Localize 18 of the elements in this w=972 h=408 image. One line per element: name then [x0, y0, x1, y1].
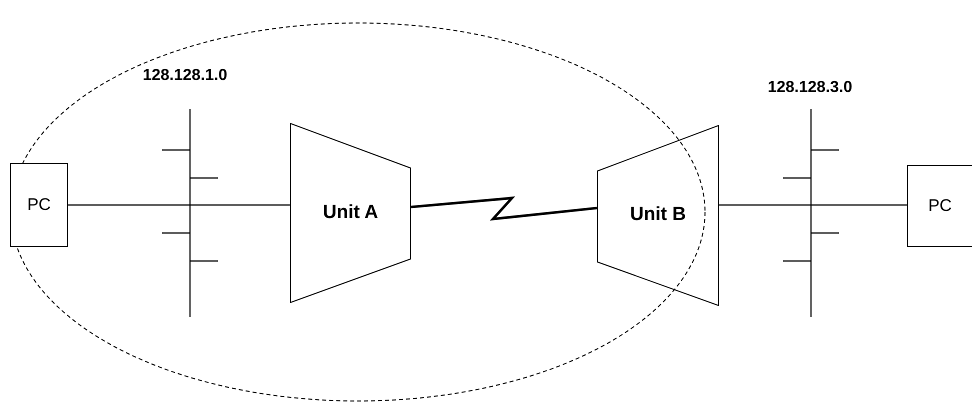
pc-label: PC	[928, 195, 952, 218]
connection-line	[68, 204, 190, 206]
serial-link	[410, 196, 598, 221]
network-bus	[783, 109, 840, 317]
dashed-ellipse	[10, 22, 706, 402]
router-trapezoid	[597, 125, 719, 306]
connection-line	[719, 204, 811, 206]
pc-box	[907, 165, 972, 247]
router-trapezoid	[290, 123, 411, 303]
pc-box	[10, 163, 68, 247]
network-bus	[162, 109, 219, 317]
unit-label: Unit A	[322, 200, 378, 225]
network-address: 128.128.3.0	[766, 78, 854, 98]
pc-label: PC	[27, 194, 51, 216]
unit-label: Unit B	[630, 203, 686, 228]
connection-line	[811, 204, 907, 206]
network-address: 128.128.1.0	[142, 66, 228, 86]
connection-line	[190, 204, 290, 206]
